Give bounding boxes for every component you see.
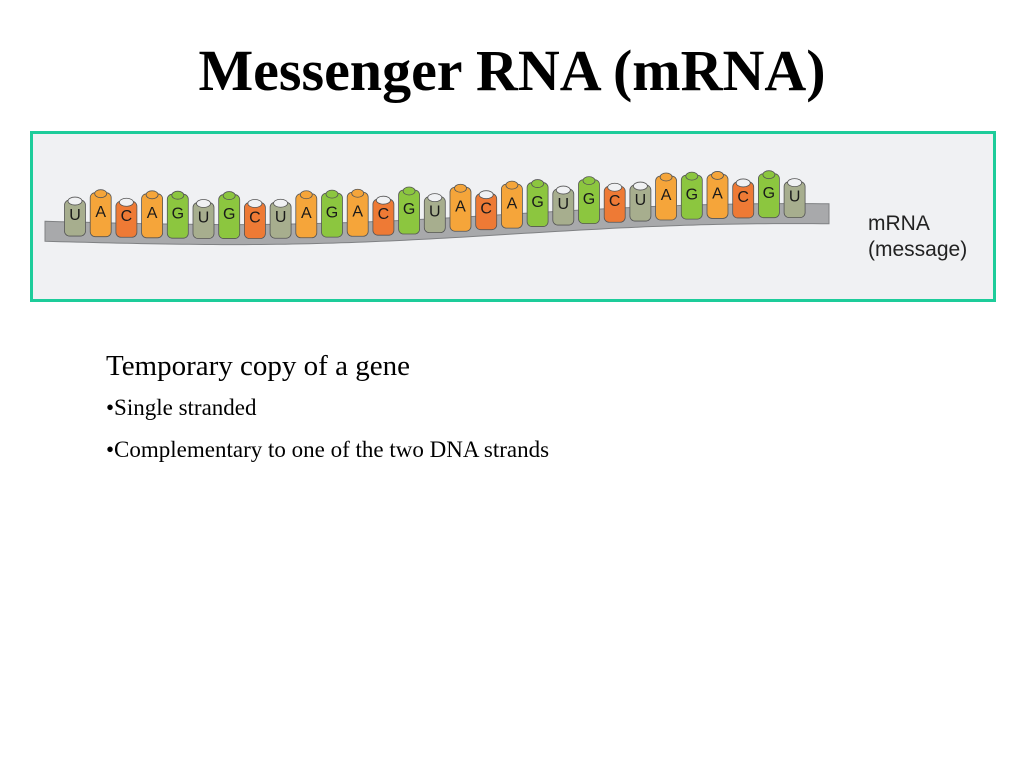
base-A: A: [141, 190, 163, 239]
base-letter: A: [95, 204, 106, 221]
lead-text: Temporary copy of a gene: [106, 350, 410, 382]
base-C: C: [603, 182, 626, 223]
mrna-label: mRNA: [868, 212, 930, 235]
base-U: U: [269, 198, 292, 239]
base-letter: C: [378, 206, 390, 223]
base-G: G: [680, 171, 703, 220]
base-letter: G: [403, 201, 415, 218]
base-A: A: [500, 180, 523, 229]
base-letter: A: [507, 195, 518, 212]
base-letter: U: [558, 196, 570, 213]
base-C: C: [243, 199, 266, 239]
base-letter: A: [712, 186, 723, 203]
base-G: G: [578, 176, 600, 225]
base-letter: C: [249, 209, 261, 226]
base-U: U: [192, 199, 215, 239]
base-C: C: [732, 178, 755, 219]
base-letter: G: [763, 185, 775, 202]
base-U: U: [783, 178, 806, 218]
base-letter: C: [609, 193, 621, 210]
base-C: C: [115, 197, 138, 238]
base-G: G: [218, 191, 241, 239]
base-A: A: [655, 172, 677, 221]
base-U: U: [423, 193, 446, 234]
base-letter: U: [69, 207, 81, 224]
base-letter: U: [635, 192, 647, 209]
base-letter: A: [352, 203, 363, 220]
base-A: A: [706, 171, 729, 219]
base-U: U: [629, 181, 652, 222]
slide-title: Messenger RNA (mRNA): [198, 38, 826, 103]
base-G: G: [166, 190, 189, 239]
base-letter: G: [223, 206, 235, 223]
base-letter: U: [789, 188, 801, 205]
base-letter: G: [172, 205, 184, 222]
base-C: C: [475, 190, 498, 231]
base-G: G: [526, 179, 549, 227]
base-letter: G: [583, 191, 595, 208]
base-G: G: [758, 170, 780, 219]
base-G: G: [398, 186, 421, 235]
base-letter: C: [480, 200, 492, 217]
message-label: (message): [868, 238, 968, 261]
bullet-item: •Complementary to one of the two DNA str…: [106, 437, 550, 462]
base-letter: A: [147, 205, 158, 222]
base-letter: C: [121, 208, 133, 225]
base-letter: U: [429, 203, 441, 220]
base-A: A: [346, 188, 369, 237]
base-letter: U: [198, 209, 210, 226]
base-A: A: [295, 190, 318, 239]
base-letter: G: [686, 186, 698, 203]
base-letter: A: [455, 198, 466, 215]
bullet-item: •Single stranded: [106, 395, 257, 420]
base-U: U: [552, 185, 575, 226]
base-A: A: [449, 183, 472, 232]
base-letter: G: [326, 204, 338, 221]
base-G: G: [321, 189, 343, 238]
slide-body: Temporary copy of a gene •Single strande…: [106, 350, 956, 479]
base-U: U: [64, 196, 86, 237]
base-letter: U: [275, 209, 287, 226]
base-letter: C: [737, 189, 749, 206]
base-letter: A: [301, 205, 312, 222]
base-A: A: [89, 189, 112, 238]
base-letter: A: [661, 187, 672, 204]
base-letter: G: [531, 194, 543, 211]
base-C: C: [372, 195, 395, 236]
